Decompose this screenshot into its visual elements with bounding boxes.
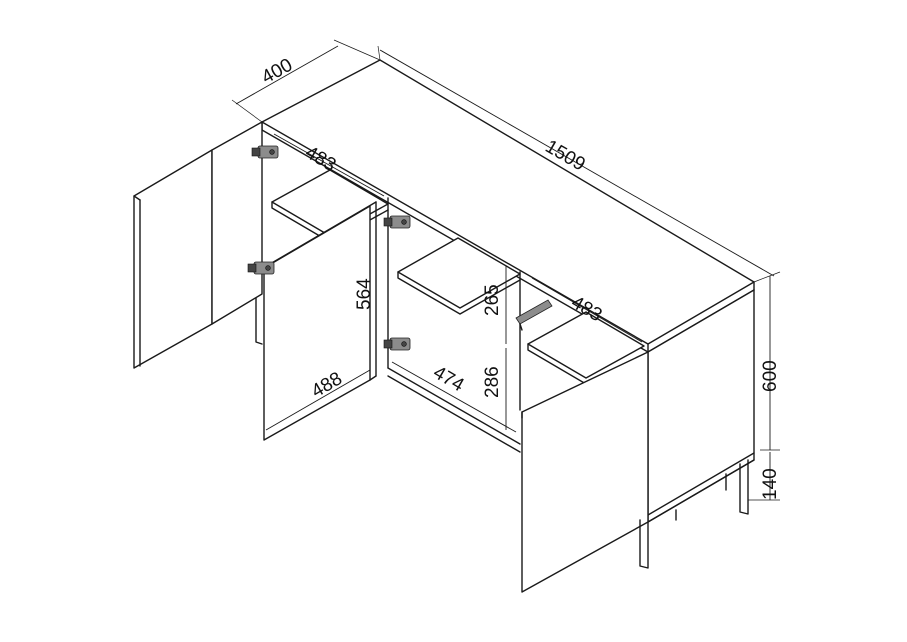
dimension-lines bbox=[231, 39, 781, 501]
hinges bbox=[247, 145, 411, 351]
hinge-icon bbox=[247, 261, 275, 275]
dim-leg-height-label: 140 bbox=[760, 468, 781, 500]
door-right-closed bbox=[521, 351, 649, 593]
legs bbox=[255, 297, 749, 569]
dim-inner-width-label: 474 bbox=[430, 362, 468, 396]
shelf-right bbox=[527, 311, 645, 379]
dim-lower-compartment-label: 286 bbox=[482, 366, 503, 398]
hinge-icon bbox=[251, 145, 279, 159]
hinge-icon bbox=[383, 337, 411, 351]
handle-icon bbox=[515, 299, 553, 331]
door-left-open bbox=[133, 121, 263, 369]
dim-depth-label: 400 bbox=[258, 55, 296, 89]
dim-upper-compartment-label: 265 bbox=[482, 284, 503, 316]
dim-door-height-label: 564 bbox=[354, 278, 375, 310]
dim-body-height-label: 600 bbox=[760, 360, 781, 392]
hinge-icon bbox=[383, 215, 411, 229]
door-middle-open bbox=[263, 201, 377, 441]
shelf-middle bbox=[397, 237, 521, 309]
